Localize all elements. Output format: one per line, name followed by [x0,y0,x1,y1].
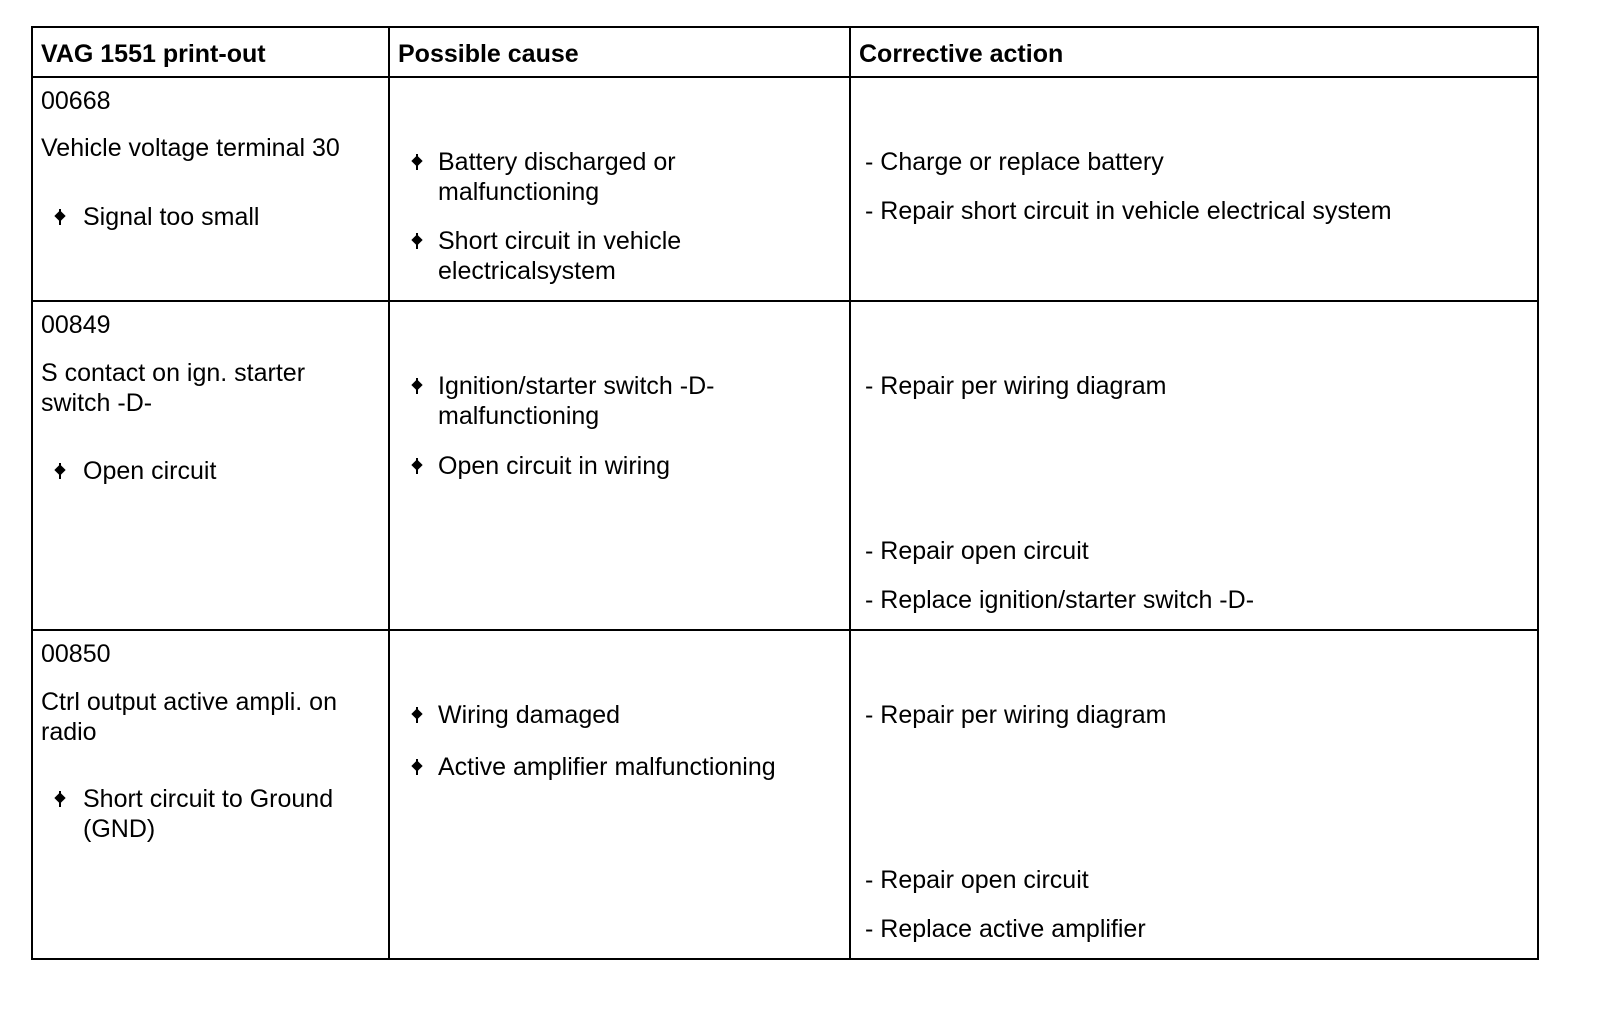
cause-text: Ignition/starter switch -D- malfunctioni… [438,372,715,430]
printout-cell: 00850 Ctrl output active ampli. on radio… [31,629,390,960]
action-item: - Repair open circuit [865,537,1089,565]
printout-cell: 00849 S contact on ign. starter switch -… [31,300,390,631]
cause-text: Battery discharged or malfunctioning [438,148,676,206]
cause-text: Active amplifier malfunctioning [438,753,776,781]
symptom-item: Short circuit to Ground (GND) [55,784,375,844]
action-item: - Repair short circuit in vehicle electr… [865,197,1392,225]
cause-item: Short circuit in vehicle electricalsyste… [412,226,822,286]
action-item: - Charge or replace battery [865,148,1164,176]
action-item: - Replace active amplifier [865,915,1146,943]
table-row: 00668 Vehicle voltage terminal 30 Signal… [31,76,1539,302]
symptom-text: Short circuit to Ground (GND) [83,785,334,843]
action-item: - Replace ignition/starter switch -D- [865,586,1255,614]
fault-description: Ctrl output active ampli. on radio [41,688,337,746]
table-row: 00850 Ctrl output active ampli. on radio… [31,629,1539,960]
fault-code: 00668 [41,87,111,115]
bullet-icon [55,791,65,807]
bullet-icon [412,759,422,775]
cause-text: Short circuit in vehicle electricalsyste… [438,227,682,285]
action-cell: - Charge or replace battery - Repair sho… [849,76,1539,302]
header-corrective-action: Corrective action [849,26,1539,78]
cause-item: Battery discharged or malfunctioning [412,147,822,207]
fault-description: S contact on ign. starter switch -D- [41,359,306,417]
cause-item: Wiring damaged [412,700,832,730]
bullet-icon [412,458,422,474]
cause-item: Open circuit in wiring [412,451,822,481]
action-item: - Repair open circuit [865,866,1089,894]
cause-cell: Ignition/starter switch -D- malfunctioni… [388,300,851,631]
fault-table: VAG 1551 print-out Possible cause Correc… [31,26,1539,960]
fault-code: 00850 [41,640,111,668]
cause-item: Ignition/starter switch -D- malfunctioni… [412,371,822,431]
fault-description: Vehicle voltage terminal 30 [41,134,340,162]
header-row: VAG 1551 print-out Possible cause Correc… [31,26,1539,78]
symptom-item: Signal too small [55,202,375,232]
cause-cell: Wiring damaged Active amplifier malfunct… [388,629,851,960]
bullet-icon [55,209,65,225]
bullet-icon [412,233,422,249]
cause-text: Wiring damaged [438,701,621,729]
table-row: 00849 S contact on ign. starter switch -… [31,300,1539,631]
cause-item: Active amplifier malfunctioning [412,752,832,782]
bullet-icon [55,463,65,479]
cause-cell: Battery discharged or malfunctioning Sho… [388,76,851,302]
action-item: - Repair per wiring diagram [865,701,1167,729]
action-cell: - Repair per wiring diagram - Repair ope… [849,300,1539,631]
bullet-icon [412,378,422,394]
table-header: VAG 1551 print-out Possible cause Correc… [31,26,1539,78]
symptom-item: Open circuit [55,456,375,486]
action-cell: - Repair per wiring diagram - Repair ope… [849,629,1539,960]
bullet-icon [412,707,422,723]
bullet-icon [412,154,422,170]
action-item: - Repair per wiring diagram [865,372,1167,400]
fault-code: 00849 [41,311,111,339]
symptom-text: Signal too small [83,203,260,231]
printout-cell: 00668 Vehicle voltage terminal 30 Signal… [31,76,390,302]
symptom-text: Open circuit [83,457,217,485]
header-printout: VAG 1551 print-out [31,26,390,78]
header-possible-cause: Possible cause [388,26,851,78]
cause-text: Open circuit in wiring [438,452,671,480]
